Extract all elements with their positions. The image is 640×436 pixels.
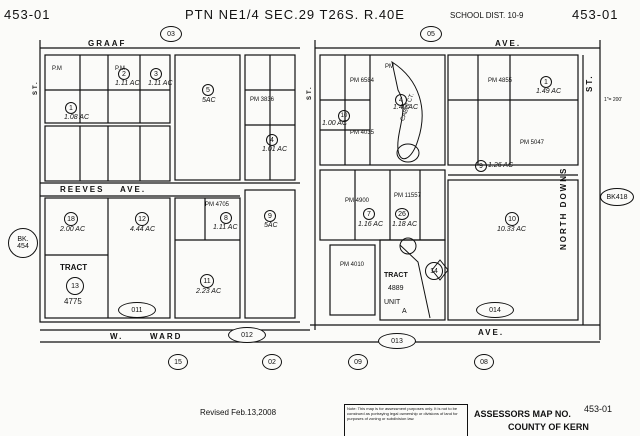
parcel-number: 9 (264, 210, 276, 222)
tract-label-left: TRACT (60, 263, 88, 272)
tract-unit: UNIT (384, 299, 401, 306)
pm-label: PM 6584 (350, 78, 375, 84)
pm-label: PM 4035 (350, 130, 375, 136)
street-graaf: GRAAF (88, 39, 127, 48)
tract-circle-14: 14 (425, 262, 443, 280)
pm-label: PM 4900 (345, 198, 370, 204)
tract-id-4889: 4889 (388, 285, 404, 292)
tract-unit-letter: A (402, 308, 407, 315)
pm-label: PM 4010 (340, 262, 365, 268)
pm-label: P.M (52, 66, 62, 72)
block-011[interactable]: 011 (118, 302, 156, 318)
parcel-acreage: 1.49 AC (536, 88, 562, 95)
street-st-mid: ST. (307, 85, 313, 100)
parcel-number: 2 (118, 68, 130, 80)
adjacent-page-08[interactable]: 08 (474, 354, 494, 370)
parcel-number: 18 (64, 212, 78, 226)
parcel-number: 12 (135, 212, 149, 226)
parcel-acreage: 1.08 AC (64, 114, 90, 121)
block-014[interactable]: 014 (476, 302, 514, 318)
adjacent-page-09[interactable]: 09 (348, 354, 368, 370)
street-reeves: REEVES (60, 185, 105, 194)
school-district: SCHOOL DIST. 10-9 (450, 11, 524, 20)
street-reeves-ave: AVE. (120, 185, 147, 194)
parcel-number: 11 (200, 274, 214, 288)
parcel-acreage: 4.44 AC (130, 226, 156, 233)
adjacent-page-15[interactable]: 15 (168, 354, 188, 370)
pm-label: PM (385, 64, 394, 70)
tract-id-4775: 4775 (64, 297, 82, 306)
section-title: PTN NE1/4 SEC.29 T26S. R.40E (185, 7, 405, 22)
parcel-acreage: 2.23 AC (196, 288, 222, 295)
parcel-acreage: 1.00 AC (322, 120, 348, 127)
adjacent-page-03[interactable]: 03 (160, 26, 182, 42)
adjacent-page-05[interactable]: 05 (420, 26, 442, 42)
parcel-number: 1 (540, 76, 552, 88)
block-013[interactable]: 013 (378, 333, 416, 349)
parcel-number: 5 (202, 84, 214, 96)
parcel-acreage: 1.11 AC (115, 80, 140, 87)
parcel-acreage: 2.00 AC (60, 226, 86, 233)
parcel-number: 4 (395, 94, 407, 106)
tract-circle-13: 13 (66, 277, 84, 295)
book-label: BK. (17, 236, 29, 243)
page-number-right: 453-01 (572, 7, 619, 22)
block-012[interactable]: 012 (228, 327, 266, 343)
disclaimer-note: Note: This map is for assessment purpose… (344, 404, 468, 436)
parcel-acreage: 1.18 AC (392, 221, 418, 228)
parcel-number: 8 (220, 212, 232, 224)
street-north-downs-st: ST. (585, 74, 594, 92)
county-name: COUNTY OF KERN (508, 422, 589, 432)
parcel-number: 7 (363, 208, 375, 220)
assessor-map-number: 453-01 (584, 404, 613, 414)
parcel-acreage: 5AC (264, 222, 278, 229)
pm-label: PM 3836 (250, 97, 275, 103)
parcel-number: 26 (395, 208, 409, 220)
parcel-number: 9 (475, 160, 487, 172)
page-number-left: 453-01 (4, 7, 51, 22)
parcel-acreage: 10.33 AC (497, 226, 526, 233)
parcel-number: 3 (150, 68, 162, 80)
street-graaf-ave: AVE. (495, 39, 522, 48)
street-ward-w: W. (110, 332, 124, 341)
street-north-downs: NORTH DOWNS (559, 166, 568, 250)
street-ward: WARD (150, 332, 183, 341)
parcel-acreage: 1.16 AC (358, 221, 384, 228)
book-number: 454 (17, 243, 29, 250)
street-st-left: ST. (33, 80, 39, 95)
tract-label-center: TRACT (384, 272, 408, 279)
pm-label: PM 4705 (205, 202, 230, 208)
assessor-map-title: ASSESSORS MAP NO. (474, 409, 571, 419)
parcel-acreage: 1.26 AC (488, 162, 514, 169)
adjacent-page-02[interactable]: 02 (262, 354, 282, 370)
parcel-acreage: 5AC (202, 97, 216, 104)
pm-label: PM 11557 (394, 193, 421, 199)
scale-note: 1"= 200' (604, 97, 623, 103)
pm-label: PM 4855 (488, 78, 513, 84)
parcel-number: 10 (338, 110, 350, 122)
street-ward-ave: AVE. (478, 328, 505, 337)
parcel-acreage: 1.11 AC (148, 80, 173, 87)
book-454-circle[interactable]: BK. 454 (8, 228, 38, 258)
parcel-acreage: 1.11 AC (213, 224, 238, 231)
revised-date: Revised Feb.13,2008 (200, 408, 277, 417)
book-418-circle[interactable]: BK418 (600, 188, 634, 206)
parcel-acreage: 1.40 AC (393, 104, 419, 111)
parcel-acreage: 1.01 AC (262, 146, 288, 153)
parcel-number: 4 (266, 134, 278, 146)
pm-label: PM 5047 (520, 140, 545, 146)
parcel-number: 10 (505, 212, 519, 226)
parcel-number: 1 (65, 102, 77, 114)
